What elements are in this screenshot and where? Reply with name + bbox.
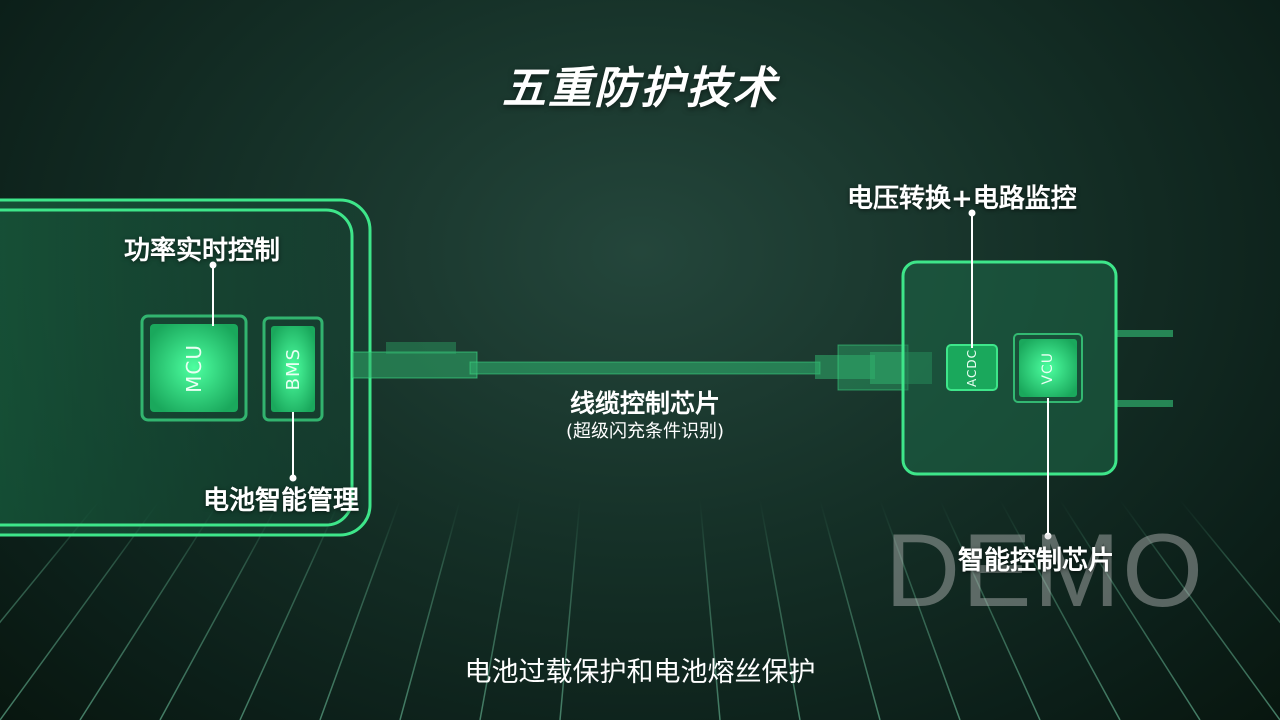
bms-chip: [271, 326, 315, 412]
vcu-chip: [1019, 339, 1077, 397]
callout-dots: [209, 209, 1052, 540]
battery-management-label: 电池智能管理: [203, 486, 360, 516]
vcu-chip-label: VCU: [1040, 351, 1056, 385]
cable-chip-label: 线缆控制芯片: [569, 389, 720, 418]
demo-watermark: DEMO: [885, 513, 1205, 629]
acdc-chip-label: ACDC: [965, 348, 979, 387]
voltage-conversion-label: 电压转换+电路监控: [847, 184, 1077, 214]
caption-subtitle: 电池过载保护和电池熔丝保护: [464, 657, 816, 688]
smart-control-chip-label: 智能控制芯片: [958, 546, 1115, 576]
cable-chip-sublabel: (超级闪充条件识别): [565, 421, 725, 442]
power-control-label: 功率实时控制: [124, 236, 281, 266]
mcu-chip: [150, 324, 238, 412]
floor-grid: [0, 499, 1280, 720]
page-title: 五重防护技术: [502, 63, 778, 114]
callout-lines: [212, 213, 1049, 536]
mcu-chip-outer: [140, 314, 248, 422]
cable: [351, 342, 932, 391]
charger-body: [901, 260, 1173, 476]
